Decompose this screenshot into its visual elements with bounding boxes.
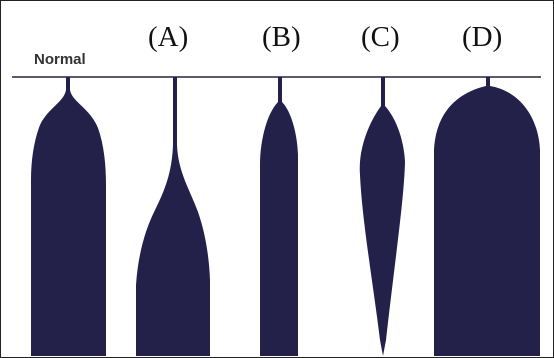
label-normal: Normal	[34, 51, 86, 68]
label-a: (A)	[148, 21, 188, 53]
shape-c	[359, 77, 405, 356]
shape-normal	[31, 77, 106, 356]
shape-d	[434, 77, 540, 356]
shape-a	[136, 77, 210, 356]
label-c: (C)	[361, 21, 400, 53]
shape-b	[260, 77, 298, 356]
label-d: (D)	[462, 21, 502, 53]
label-b: (B)	[262, 21, 301, 53]
